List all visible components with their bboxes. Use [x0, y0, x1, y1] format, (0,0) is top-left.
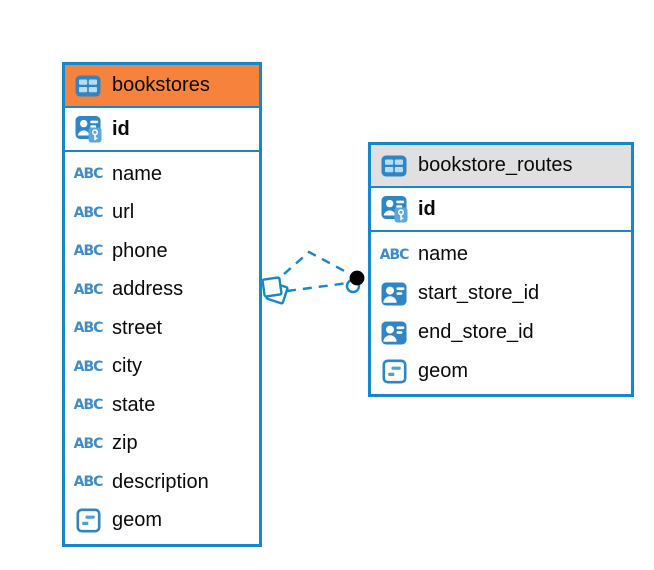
column-row[interactable]: ABC street — [65, 309, 259, 348]
column-row[interactable]: ABC name — [65, 155, 259, 194]
column-row[interactable]: ABC url — [65, 193, 259, 232]
column-name-label: end_store_id — [418, 321, 534, 343]
column-name-label: state — [112, 393, 156, 416]
column-row[interactable]: ABC description — [65, 463, 259, 502]
column-name-label: name — [418, 243, 469, 265]
text-type-icon: ABC — [73, 397, 104, 414]
geometry-icon — [73, 508, 103, 533]
reference-icon — [379, 282, 409, 306]
text-type-icon: ABC — [73, 320, 104, 337]
geometry-icon — [379, 359, 409, 384]
column-row[interactable]: end_store_id — [371, 313, 631, 352]
primary-key-icon — [73, 115, 103, 143]
table-icon — [73, 75, 103, 97]
table-title: bookstores — [112, 74, 210, 96]
column-name-label: name — [112, 162, 163, 185]
relationship-edge[interactable] — [283, 250, 351, 293]
column-row[interactable]: ABC city — [65, 347, 259, 386]
text-type-icon: ABC — [73, 281, 104, 298]
pk-row[interactable]: id — [371, 188, 631, 232]
column-name-label: zip — [112, 432, 138, 455]
text-type-icon: ABC — [73, 243, 104, 260]
column-row[interactable]: geom — [65, 501, 259, 540]
column-name-label: phone — [112, 239, 168, 262]
reference-icon — [379, 321, 409, 345]
table-node-bookstores[interactable]: bookstores id ABC — [62, 62, 262, 547]
relationship-diamond-marker — [261, 276, 289, 305]
column-row[interactable]: geom — [371, 352, 631, 391]
table-header-bookstores[interactable]: bookstores — [65, 65, 259, 108]
column-row[interactable]: start_store_id — [371, 274, 631, 313]
column-list: ABC name start_store_id — [371, 232, 631, 391]
text-type-icon: ABC — [73, 474, 104, 491]
column-name-label: description — [112, 470, 209, 493]
text-type-icon: ABC — [73, 435, 104, 452]
pk-row[interactable]: id — [65, 108, 259, 152]
text-type-icon: ABC — [73, 204, 104, 221]
text-type-icon: ABC — [379, 246, 410, 263]
column-name-label: url — [112, 201, 135, 224]
text-type-icon: ABC — [73, 166, 104, 183]
table-node-bookstore-routes[interactable]: bookstore_routes id ABC — [368, 142, 634, 397]
pk-column-label: id — [418, 197, 436, 220]
column-name-label: start_store_id — [418, 282, 540, 304]
column-name-label: street — [112, 316, 163, 339]
relationship-dot-marker — [345, 270, 365, 294]
pk-column-label: id — [112, 117, 130, 140]
column-row[interactable]: ABC phone — [65, 232, 259, 271]
column-name-label: city — [112, 355, 142, 378]
table-title: bookstore_routes — [418, 154, 573, 176]
column-row[interactable]: ABC address — [65, 270, 259, 309]
column-row[interactable]: ABC state — [65, 386, 259, 425]
primary-key-icon — [379, 195, 409, 223]
column-name-label: geom — [418, 360, 469, 382]
column-row[interactable]: ABC zip — [65, 424, 259, 463]
table-header-bookstore-routes[interactable]: bookstore_routes — [371, 145, 631, 188]
column-row[interactable]: ABC name — [371, 235, 631, 274]
column-name-label: geom — [112, 509, 163, 532]
column-list: ABC name ABC url ABC phone ABC address A… — [65, 152, 259, 540]
table-icon — [379, 155, 409, 177]
text-type-icon: ABC — [73, 358, 104, 375]
column-name-label: address — [112, 278, 184, 301]
